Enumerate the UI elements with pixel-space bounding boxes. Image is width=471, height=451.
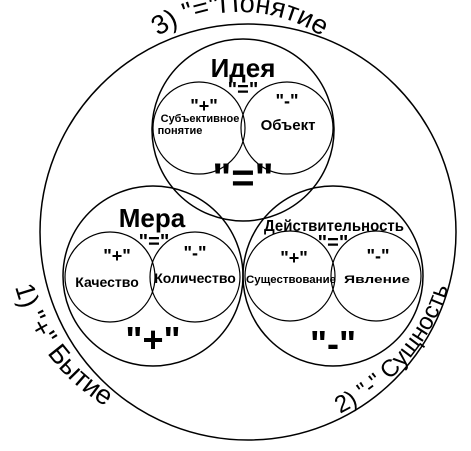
mera-plus-mark: "+" bbox=[103, 246, 131, 266]
idea-minus-mark: "-" bbox=[275, 91, 298, 111]
mera-right-label: Количество bbox=[154, 270, 236, 286]
mera-inner-right-circle bbox=[149, 231, 241, 323]
reality-right-label: Явление bbox=[344, 274, 410, 286]
reality-inner-right-circle bbox=[330, 230, 422, 322]
idea-equal-mark: "=" bbox=[228, 79, 259, 101]
reality-plus-mark: "+" bbox=[280, 248, 308, 268]
reality-circle bbox=[242, 185, 424, 367]
reality-inner-left-circle bbox=[244, 230, 336, 322]
idea-inner-right-circle bbox=[240, 81, 334, 175]
idea-title: Идея bbox=[211, 53, 276, 83]
mera-title: Мера bbox=[119, 203, 186, 233]
idea-left-label-line1: Субъективное bbox=[161, 113, 240, 125]
idea-right-label: Объект bbox=[261, 117, 316, 134]
mera-left-label: Качество bbox=[75, 274, 139, 290]
label-ponyatie: 3) "="Понятие bbox=[146, 0, 334, 41]
mera-minus-mark: "-" bbox=[183, 243, 206, 263]
reality-left-label: Существование bbox=[246, 274, 336, 286]
mera-inner-left-circle bbox=[64, 231, 156, 323]
mera-bottom-mark: "+" bbox=[125, 319, 180, 360]
label-bytie: 1) "+" Бытие bbox=[9, 280, 118, 412]
idea-plus-mark: "+" bbox=[190, 96, 218, 116]
mera-equal-mark: "=" bbox=[139, 231, 170, 253]
mera-group: Мера "=" "+" "-" Качество Количество "+" bbox=[62, 185, 244, 367]
reality-group: Действительность "=" "+" "-" Существован… bbox=[242, 185, 424, 367]
reality-minus-mark: "-" bbox=[366, 246, 389, 266]
reality-title: Действительность bbox=[264, 218, 404, 235]
idea-inner-left-circle bbox=[152, 81, 246, 175]
idea-bottom-mark: "=" bbox=[212, 156, 273, 200]
idea-group: Идея "=" "+" "-" Субъективное понятие Об… bbox=[151, 38, 335, 222]
reality-equal-mark: "=" bbox=[318, 232, 349, 254]
idea-left-label-line2: понятие bbox=[158, 125, 203, 137]
idea-circle bbox=[151, 38, 335, 222]
reality-bottom-mark: "-" bbox=[310, 323, 356, 364]
outer-circle bbox=[39, 23, 457, 441]
